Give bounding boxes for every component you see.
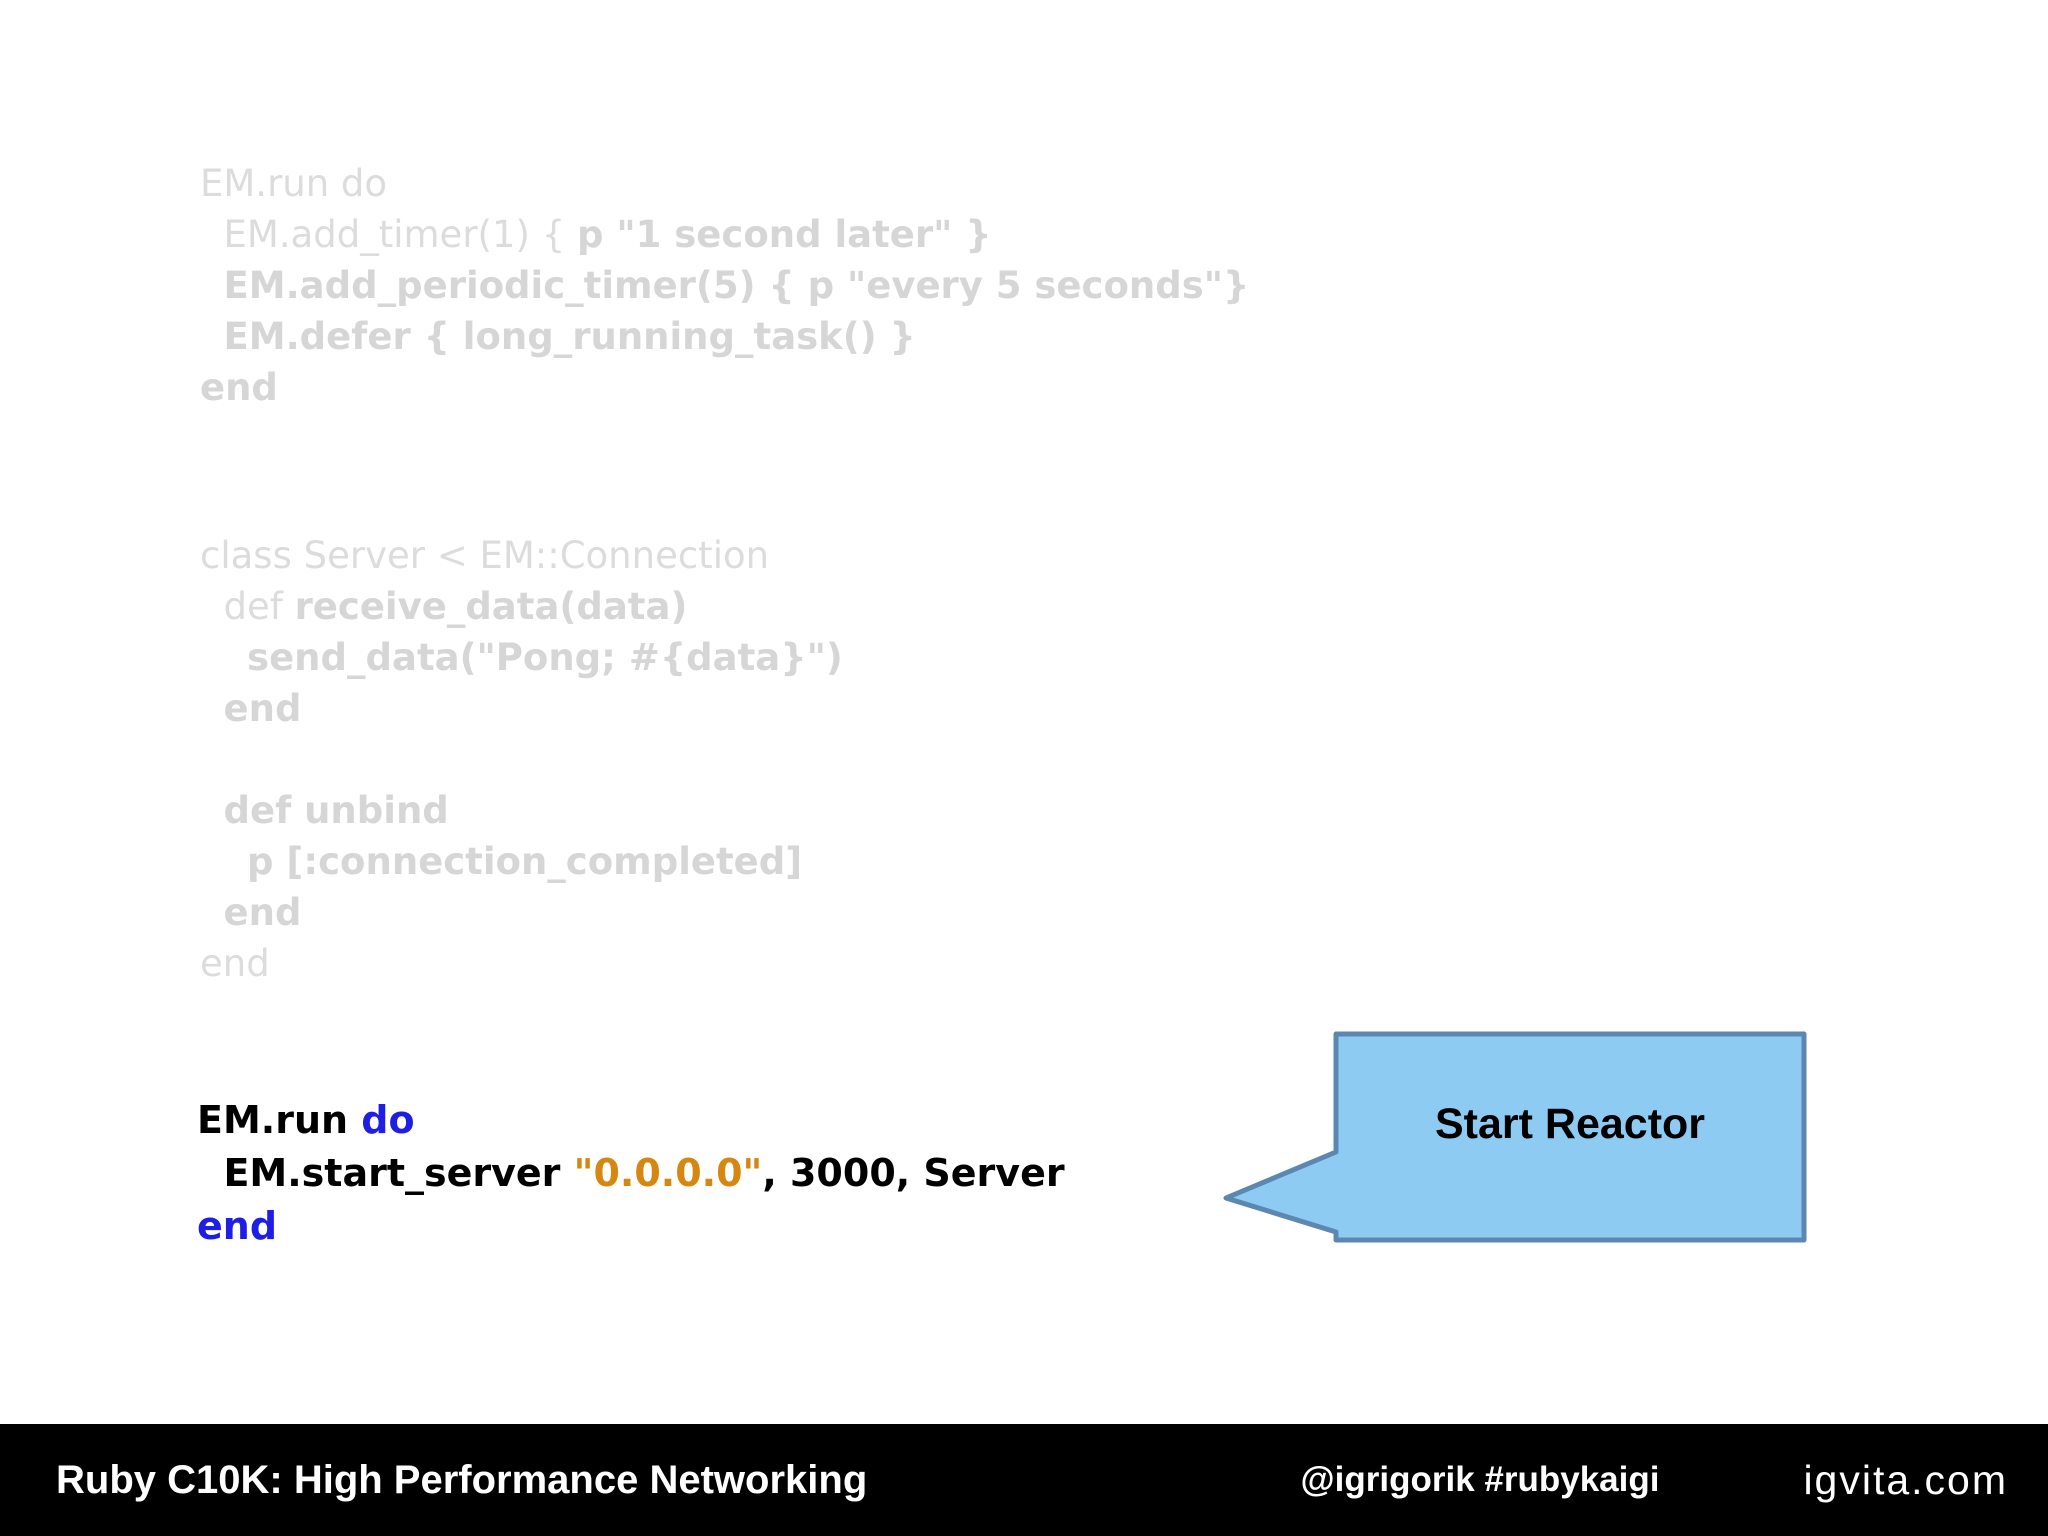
footer-bar: Ruby C10K: High Performance Networking @… xyxy=(0,1424,2048,1536)
code-line: EM.add_periodic_timer(5) { p "every 5 se… xyxy=(223,264,1250,307)
code-line: EM.add_timer(1) { p "1 second later" } xyxy=(200,213,992,256)
code-line: end xyxy=(223,687,302,730)
code-line: end xyxy=(223,891,302,934)
code-block-start-server: EM.run do EM.start_server "0.0.0.0", 300… xyxy=(197,1094,1065,1253)
code-line xyxy=(200,734,843,785)
code-line: end xyxy=(200,942,270,985)
code-line: def unbind xyxy=(223,789,449,832)
code-line: end xyxy=(200,366,278,409)
code-line: def receive_data(data) xyxy=(200,585,688,628)
code-line: p [:connection_completed] xyxy=(247,840,803,883)
footer-twitter-handle: @igrigorik #rubykaigi xyxy=(1300,1460,1660,1499)
code-line: EM.run do xyxy=(200,162,388,205)
code-line: class Server < EM::Connection xyxy=(200,534,770,577)
code-line: send_data("Pong; #{data}") xyxy=(247,636,843,679)
code-line: end xyxy=(197,1204,278,1248)
code-line: EM.run do xyxy=(197,1098,415,1142)
code-line: EM.start_server "0.0.0.0", 3000, Server xyxy=(197,1151,1065,1195)
code-block-timers-faded: EM.run do EM.add_timer(1) { p "1 second … xyxy=(200,158,1249,413)
start-reactor-callout-shape xyxy=(1223,1031,1807,1243)
code-block-server-class-faded: class Server < EM::Connection def receiv… xyxy=(200,530,843,989)
footer-title: Ruby C10K: High Performance Networking xyxy=(56,1457,868,1502)
start-reactor-callout-label: Start Reactor xyxy=(1434,1099,1706,1148)
footer-site-link: igvita.com xyxy=(1803,1456,2008,1503)
code-line: EM.defer { long_running_task() } xyxy=(223,315,916,358)
